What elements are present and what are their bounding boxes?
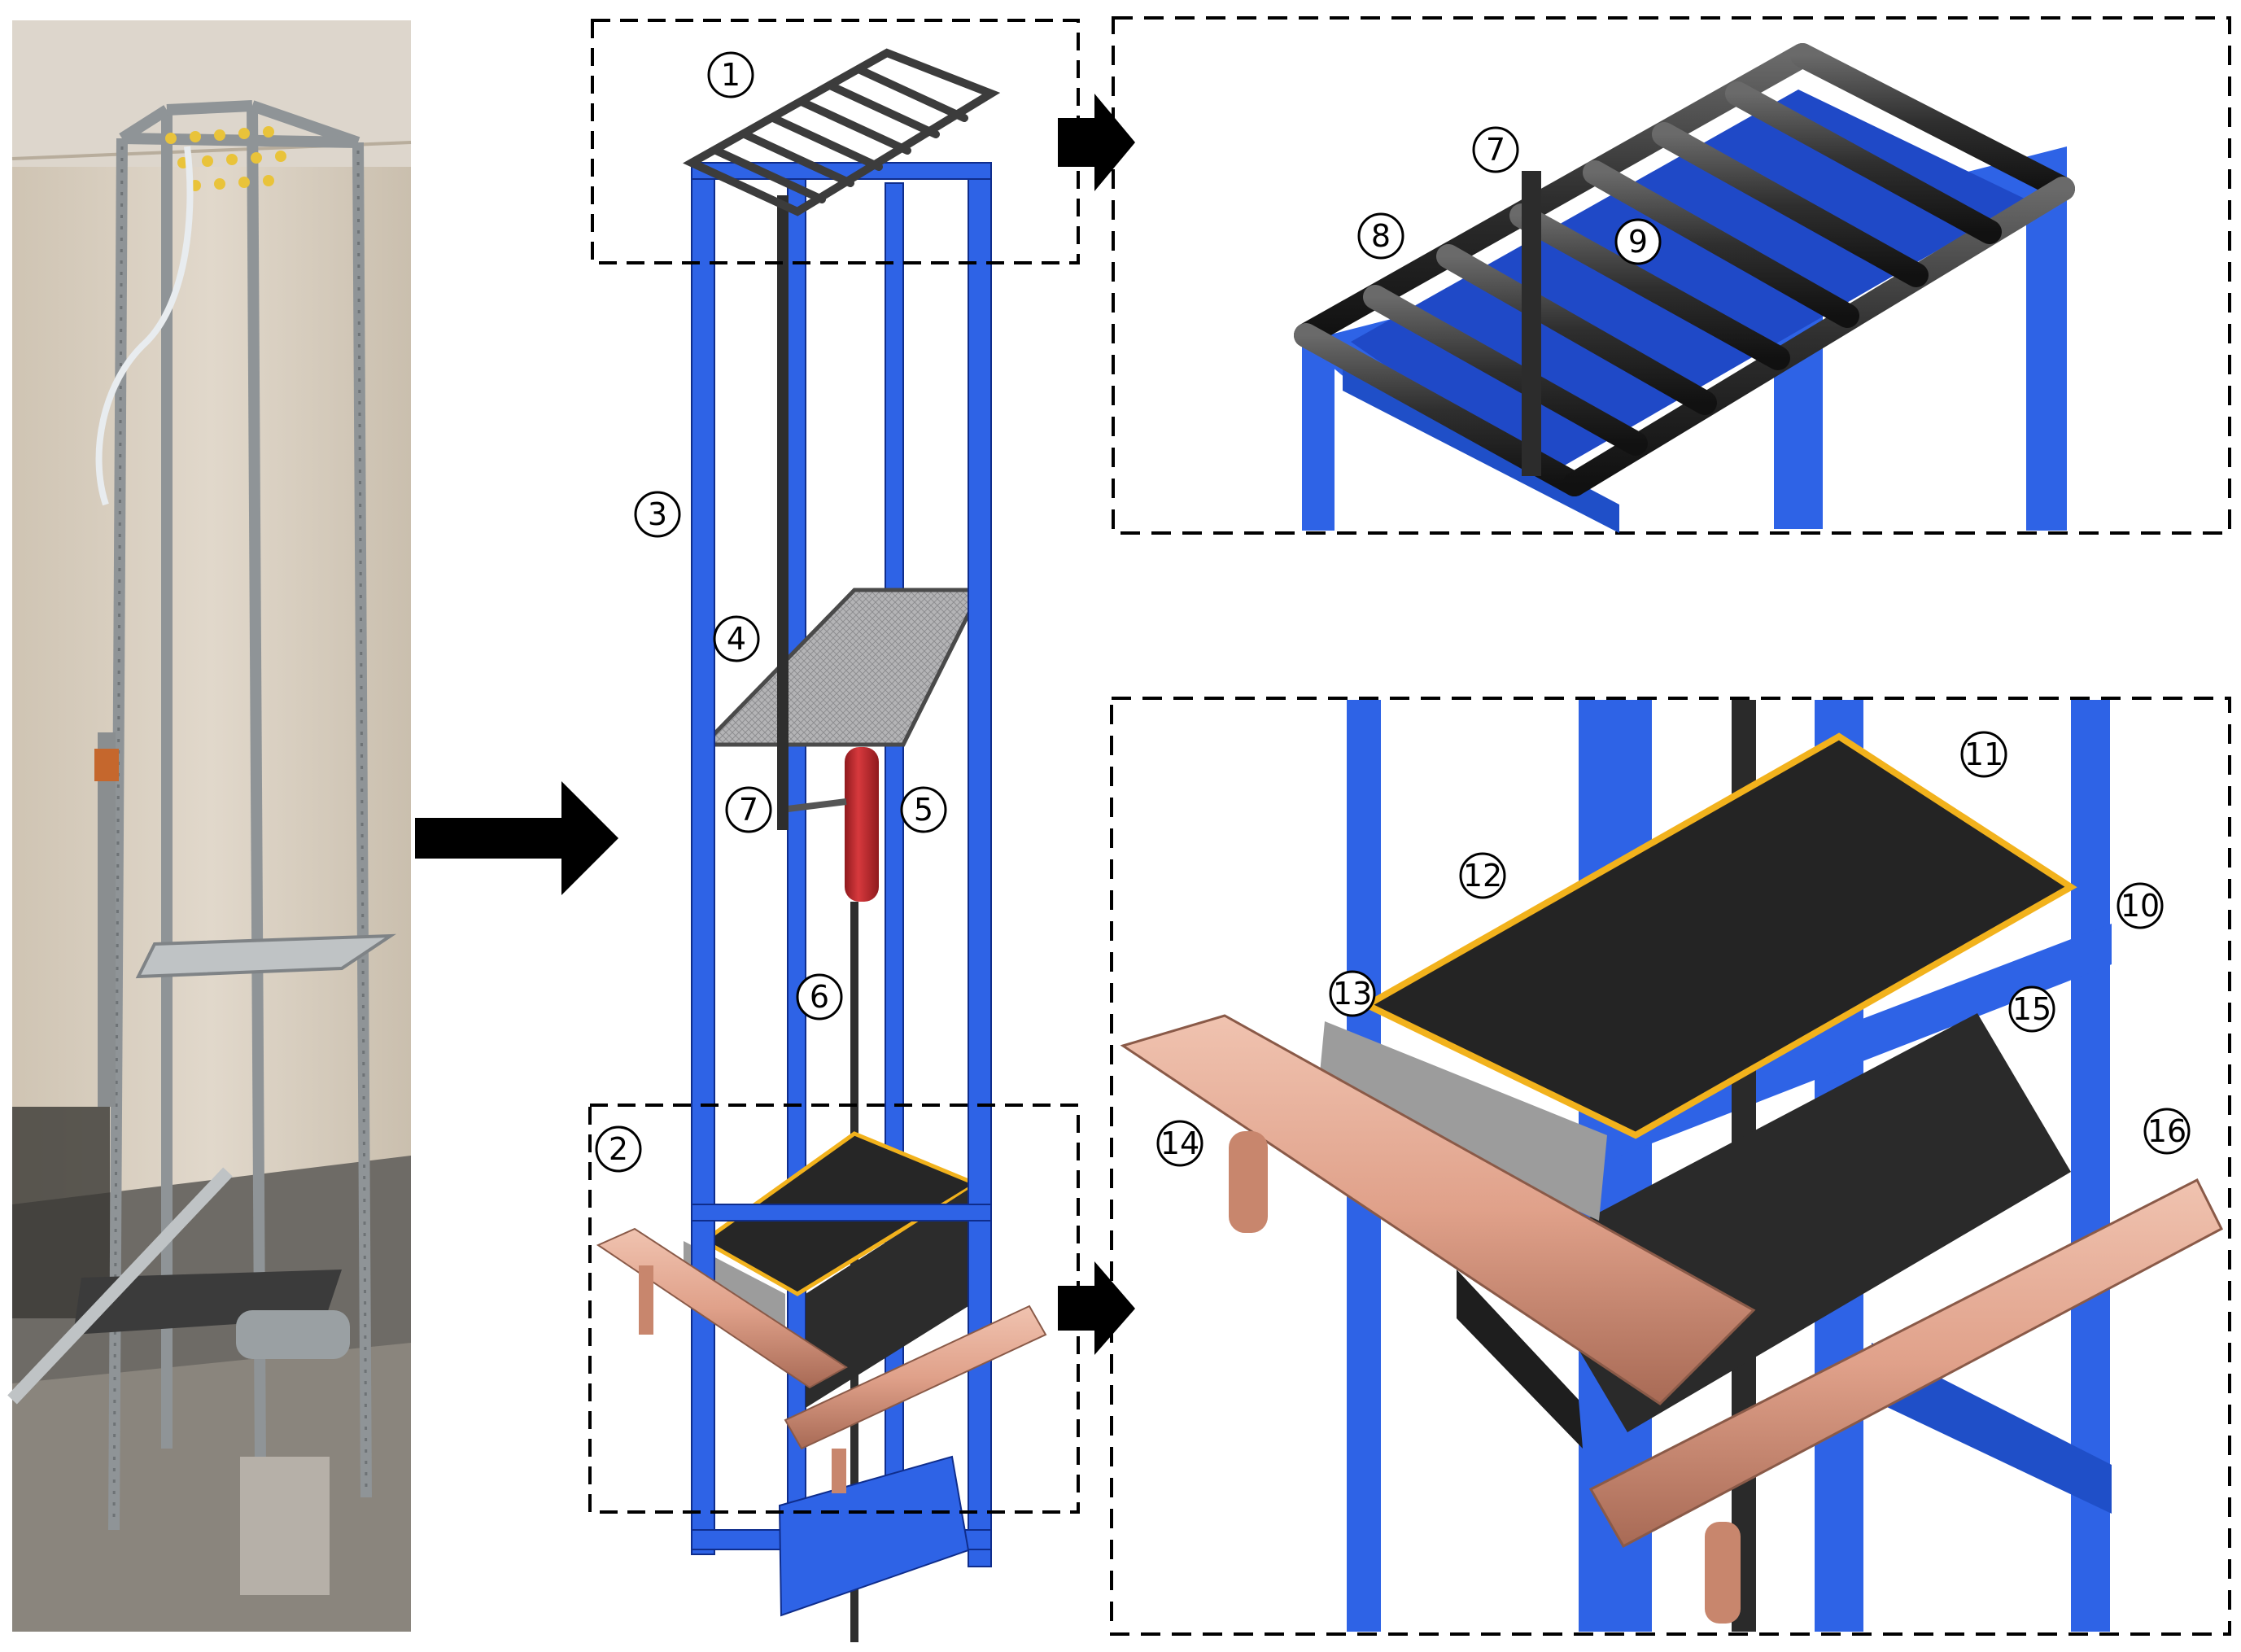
callout-bottom-detail-16: 16 (2143, 1108, 2191, 1155)
mesh-tray (699, 588, 985, 747)
collector-plate-detail (1360, 732, 2077, 1139)
sprinkler-grid-small (683, 48, 1001, 216)
top-detail-view (1112, 16, 2231, 535)
overview-model (588, 19, 1080, 1642)
callout-number: 7 (1486, 132, 1505, 168)
callout-number: 10 (2121, 888, 2160, 924)
callout-number: 8 (1371, 218, 1391, 254)
arrow-top-detail-icon (1058, 94, 1135, 191)
callout-number: 15 (2012, 991, 2051, 1027)
callout-number: 11 (1964, 736, 2003, 772)
callout-top-detail-7: 7 (1472, 126, 1519, 173)
callout-overview-1: 1 (707, 51, 754, 98)
callout-bottom-detail-15: 15 (2008, 986, 2055, 1033)
arrow-bottom-detail-icon (1058, 1261, 1135, 1355)
callout-number: 6 (810, 979, 829, 1015)
collection-gutter-left (596, 1227, 848, 1389)
callout-bottom-detail-13: 13 (1329, 970, 1376, 1017)
photo-panel (7, 20, 412, 1632)
sprinkler-grid (1294, 43, 2075, 496)
callout-number: 12 (1463, 858, 1502, 894)
callout-overview-7: 7 (725, 786, 772, 833)
callout-top-detail-9: 9 (1614, 218, 1662, 265)
bottom-detail-view (1110, 697, 2231, 1636)
callout-overview-2: 2 (595, 1125, 642, 1173)
callout-number: 14 (1160, 1125, 1199, 1161)
callout-overview-4: 4 (713, 615, 760, 662)
callout-overview-5: 5 (900, 786, 947, 833)
baffle-plate (1318, 1021, 1607, 1221)
callout-bottom-detail-10: 10 (2116, 882, 2164, 929)
callout-number: 4 (727, 621, 746, 657)
gutter-left-detail (1120, 1014, 1756, 1405)
callout-number: 13 (1333, 976, 1372, 1012)
gutter-right-detail (1588, 1178, 2223, 1624)
callout-number: 1 (721, 57, 740, 93)
callout-number: 9 (1628, 224, 1648, 260)
callout-bottom-detail-11: 11 (1960, 731, 2007, 778)
callout-overview-3: 3 (634, 491, 681, 538)
collection-gutter-right (784, 1305, 1047, 1493)
callout-top-detail-8: 8 (1357, 212, 1404, 260)
callout-number: 3 (648, 496, 667, 532)
callout-number: 7 (739, 792, 758, 828)
callout-number: 2 (609, 1131, 628, 1167)
arrow-to-model-icon (415, 781, 618, 895)
callout-bottom-detail-12: 12 (1459, 852, 1506, 899)
callout-number: 5 (914, 792, 933, 828)
callout-number: 16 (2147, 1113, 2186, 1149)
top-detail-box (591, 19, 1080, 264)
callout-overview-6: 6 (796, 973, 843, 1020)
callout-bottom-detail-14: 14 (1156, 1120, 1204, 1167)
pressure-tank (845, 747, 879, 902)
